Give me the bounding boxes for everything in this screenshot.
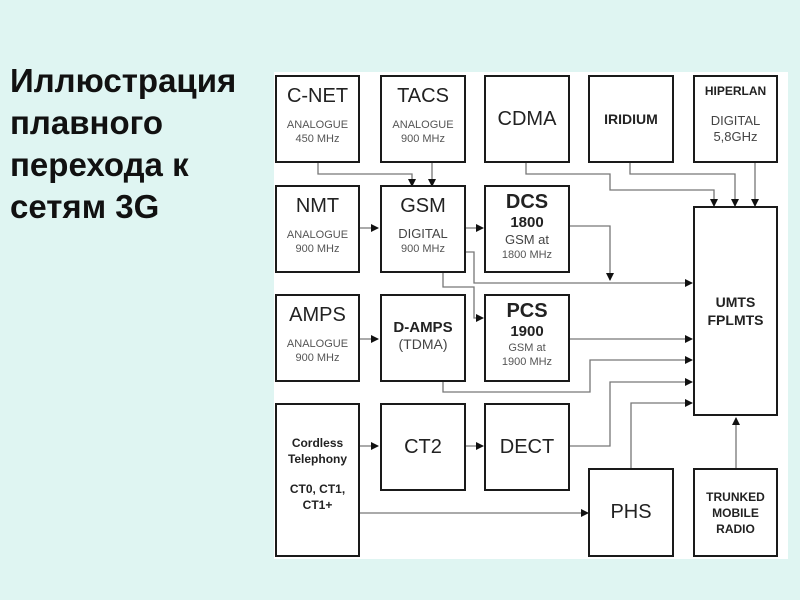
- node-phs-name: PHS: [610, 501, 652, 523]
- node-dect-name: DECT: [499, 435, 555, 458]
- node-dcs-freq: 1800 MHz: [501, 249, 553, 261]
- node-ct2: CT2: [380, 403, 466, 491]
- node-gsm-freq: 900 MHz: [400, 243, 446, 255]
- wire-iridium-umts: [629, 162, 739, 207]
- node-cnet-type: ANALOGUE: [286, 119, 349, 131]
- node-dcs-type: GSM at: [504, 232, 550, 247]
- node-iridium-name: IRIDIUM: [604, 111, 658, 127]
- node-hiperlan-type: DIGITAL: [710, 113, 761, 128]
- node-dcs-name: DCS: [505, 191, 549, 213]
- node-pcs: PCS 1900 GSM at 1900 MHz: [484, 294, 570, 382]
- node-pcs-type: GSM at: [508, 342, 546, 354]
- node-phs: PHS: [588, 468, 674, 557]
- node-pcs-name: PCS: [506, 300, 548, 322]
- node-umts-line1: UMTS: [715, 294, 756, 310]
- node-damps-sub: (TDMA): [398, 336, 448, 352]
- node-trunked-line2: MOBILE: [712, 505, 759, 520]
- node-pcs-num: 1900: [510, 323, 544, 340]
- node-cordless-line4: CT1+: [302, 498, 333, 512]
- node-tacs-name: TACS: [397, 85, 449, 107]
- node-gsm-type: DIGITAL: [398, 226, 448, 241]
- node-dcs-num: 1800: [510, 214, 544, 231]
- node-cordless-line1: Cordless: [291, 436, 344, 450]
- node-dect: DECT: [484, 403, 570, 491]
- node-gsm-name: GSM: [400, 195, 446, 217]
- node-umts-line2: FPLMTS: [707, 312, 764, 328]
- node-cordless-line3: CT0, CT1,: [289, 482, 346, 496]
- node-cdma-name: CDMA: [497, 107, 557, 130]
- wire-dect-umts: [570, 378, 693, 447]
- node-cnet-freq: 450 MHz: [295, 133, 340, 145]
- node-trunked-line3: RADIO: [716, 521, 755, 536]
- wire-phs-umts: [630, 399, 693, 468]
- node-tacs-freq: 900 MHz: [400, 133, 446, 145]
- node-nmt: NMT ANALOGUE 900 MHz: [275, 185, 360, 273]
- node-cdma: CDMA: [484, 75, 570, 163]
- node-nmt-name: NMT: [295, 195, 340, 217]
- wire-dcs-down: [570, 225, 614, 281]
- node-hiperlan: HIPERLAN DIGITAL 5,8GHz: [693, 75, 778, 163]
- wire-gsm-pcs: [442, 270, 484, 322]
- node-tacs-type: ANALOGUE: [392, 119, 454, 131]
- node-gsm: GSM DIGITAL 900 MHz: [380, 185, 466, 273]
- title-line-3: перехода к: [10, 146, 189, 183]
- wire-gsm-umts: [465, 251, 693, 287]
- node-nmt-type: ANALOGUE: [286, 229, 349, 241]
- slide-title: Иллюстрация плавного перехода к сетям 3G: [10, 60, 270, 228]
- node-cnet: C-NET ANALOGUE 450 MHz: [275, 75, 360, 163]
- node-amps-freq: 900 MHz: [295, 352, 340, 364]
- node-trunked: TRUNKED MOBILE RADIO: [693, 468, 778, 557]
- node-trunked-line1: TRUNKED: [706, 489, 765, 504]
- node-damps-name: D-AMPS: [393, 319, 453, 336]
- wire-damps-umts: [442, 356, 693, 393]
- node-pcs-freq: 1900 MHz: [501, 356, 553, 368]
- node-amps-type: ANALOGUE: [286, 338, 349, 350]
- node-cordless-line2: Telephony: [287, 452, 348, 466]
- title-line-1: Иллюстрация: [10, 62, 237, 99]
- node-hiperlan-freq: 5,8GHz: [713, 129, 758, 144]
- node-damps: D-AMPS (TDMA): [380, 294, 466, 382]
- node-cnet-name: C-NET: [286, 85, 349, 107]
- node-amps-name: AMPS: [289, 304, 346, 326]
- title-line-4: сетям 3G: [10, 188, 160, 225]
- title-line-2: плавного: [10, 104, 164, 141]
- node-hiperlan-name: HIPERLAN: [704, 84, 767, 98]
- node-ct2-name: CT2: [404, 435, 442, 458]
- node-umts: UMTS FPLMTS: [693, 206, 778, 416]
- node-cordless: Cordless Telephony CT0, CT1, CT1+: [275, 403, 360, 557]
- node-tacs: TACS ANALOGUE 900 MHz: [380, 75, 466, 163]
- wire-cdma-umts: [525, 162, 718, 207]
- node-amps: AMPS ANALOGUE 900 MHz: [275, 294, 360, 382]
- node-nmt-freq: 900 MHz: [295, 243, 340, 255]
- wire-cnet-gsm: [317, 162, 416, 187]
- node-dcs: DCS 1800 GSM at 1800 MHz: [484, 185, 570, 273]
- node-iridium: IRIDIUM: [588, 75, 674, 163]
